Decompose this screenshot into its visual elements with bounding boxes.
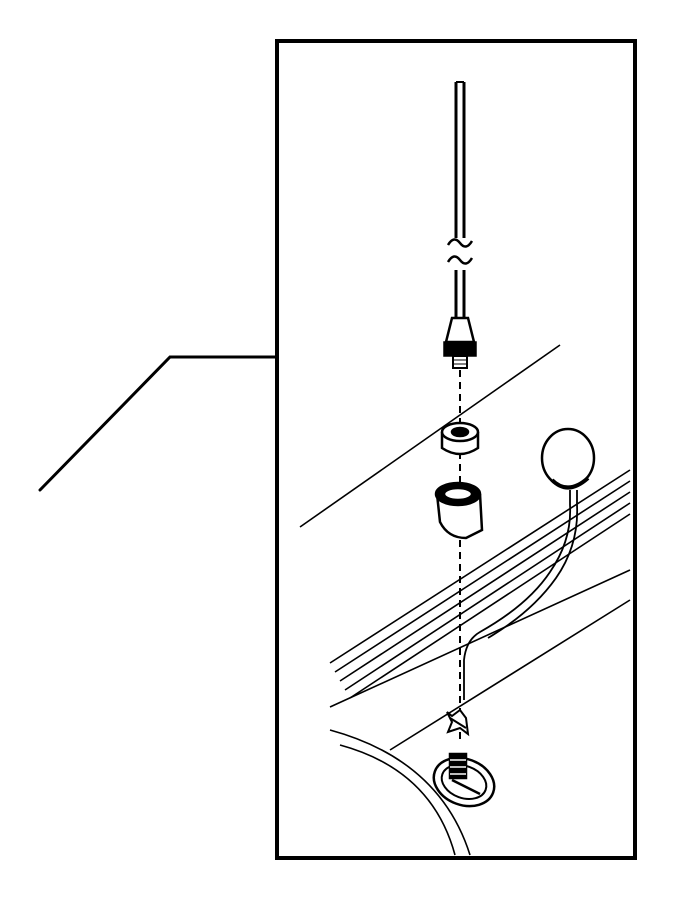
antenna-cap-plug bbox=[540, 427, 596, 490]
fender-outline bbox=[299, 344, 631, 856]
antenna-mount-base bbox=[432, 752, 496, 808]
antenna-clip bbox=[446, 708, 470, 737]
antenna-mast bbox=[443, 81, 477, 369]
antenna-cable bbox=[463, 490, 579, 700]
mast-base-nut bbox=[440, 421, 480, 456]
leader-line bbox=[38, 355, 277, 492]
antenna-bezel bbox=[434, 481, 484, 540]
